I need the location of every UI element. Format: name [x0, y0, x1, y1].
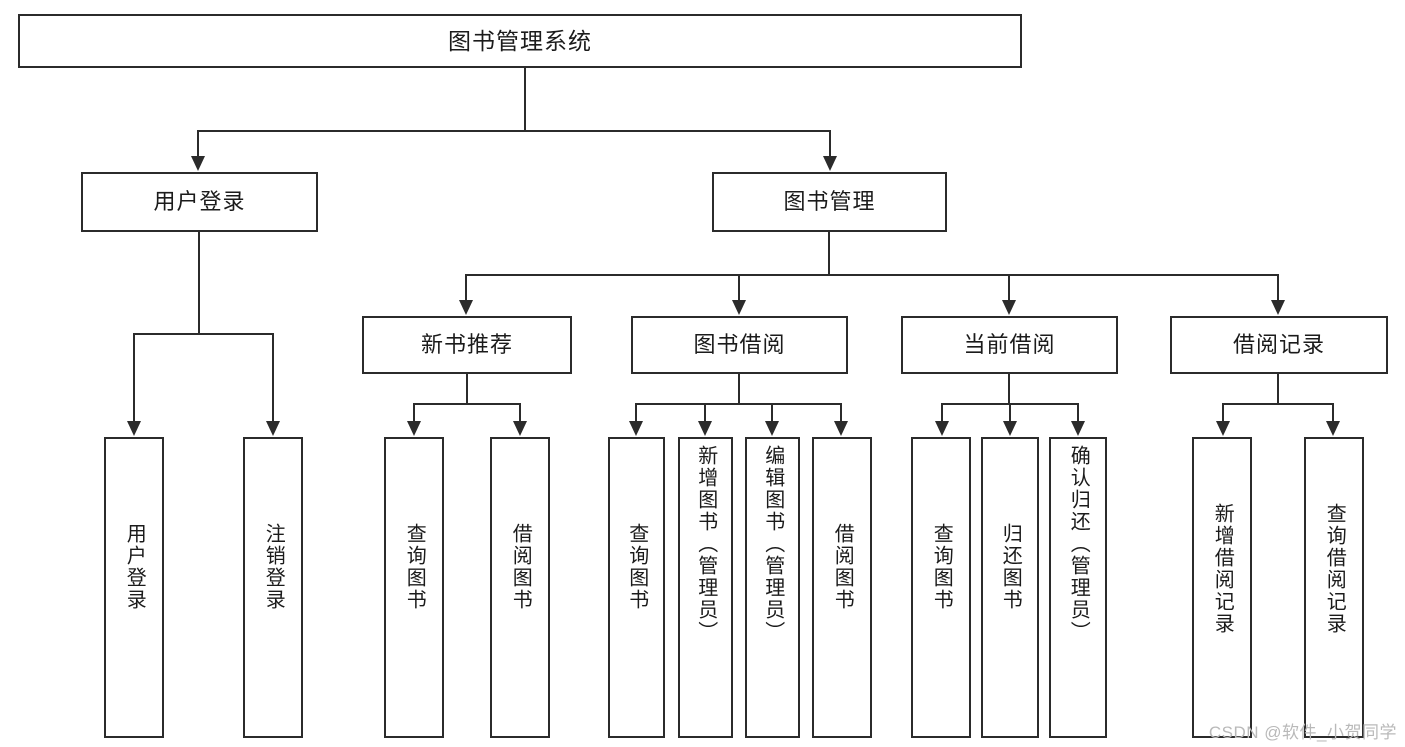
leaf-label: 查询借阅记录 [1323, 503, 1346, 635]
node-borrow-record[interactable]: 借阅记录 [1170, 316, 1388, 374]
connector-nbr-leaf-2 [519, 403, 521, 421]
arrow-bm-to-book-borrow [732, 300, 746, 315]
connector-cb-leaf-3 [1077, 403, 1079, 421]
connector-user-login-leaf-1 [133, 333, 135, 421]
node-label: 新书推荐 [420, 332, 513, 358]
leaf-bb-query-book[interactable]: 查询图书 [608, 437, 665, 738]
arrow-root-to-user-login [191, 156, 205, 171]
connector-bm-to-book-borrow [738, 274, 740, 300]
leaf-bb-edit-book-admin[interactable]: 编辑图书（管理员） [745, 437, 800, 738]
connector-book-management-stem [828, 232, 830, 274]
arrow-nbr-leaf-2 [513, 421, 527, 436]
arrow-cb-leaf-1 [935, 421, 949, 436]
node-label: 图书管理系统 [448, 27, 592, 54]
node-label: 借阅记录 [1232, 332, 1325, 358]
connector-br-leaf-2 [1332, 403, 1334, 421]
arrow-root-to-book-management [823, 156, 837, 171]
leaf-user-login[interactable]: 用户登录 [104, 437, 164, 738]
leaf-label: 新增借阅记录 [1211, 503, 1234, 635]
leaf-label: 查询图书 [625, 523, 648, 611]
node-label: 用户登录 [153, 189, 246, 215]
leaf-label: 确认归还（管理员） [1067, 445, 1090, 643]
connector-root-to-book-management [829, 130, 831, 156]
leaf-nbr-borrow-book[interactable]: 借阅图书 [490, 437, 550, 738]
connector-cb-stem [1008, 374, 1010, 403]
connector-book-management-bus [465, 274, 1279, 276]
arrow-bm-to-borrow-record [1271, 300, 1285, 315]
leaf-cb-confirm-return-admin[interactable]: 确认归还（管理员） [1049, 437, 1107, 738]
node-book-management[interactable]: 图书管理 [712, 172, 947, 232]
connector-nbr-bus [413, 403, 521, 405]
connector-bm-to-current-borrow [1008, 274, 1010, 300]
connector-cb-leaf-1 [941, 403, 943, 421]
connector-bb-bus [635, 403, 842, 405]
leaf-cb-return-book[interactable]: 归还图书 [981, 437, 1039, 738]
leaf-br-query-record[interactable]: 查询借阅记录 [1304, 437, 1364, 738]
leaf-bb-add-book-admin[interactable]: 新增图书（管理员） [678, 437, 733, 738]
connector-bb-stem [738, 374, 740, 403]
connector-br-stem [1277, 374, 1279, 403]
arrow-cb-leaf-3 [1071, 421, 1085, 436]
arrow-bb-leaf-2 [698, 421, 712, 436]
connector-bb-leaf-1 [635, 403, 637, 421]
leaf-nbr-query-book[interactable]: 查询图书 [384, 437, 444, 738]
leaf-label: 编辑图书（管理员） [761, 445, 784, 643]
arrow-user-login-leaf-2 [266, 421, 280, 436]
arrow-bb-leaf-3 [765, 421, 779, 436]
connector-bm-to-borrow-record [1277, 274, 1279, 300]
node-label: 图书管理 [783, 189, 876, 215]
connector-root-to-user-login [197, 130, 199, 156]
leaf-user-logout[interactable]: 注销登录 [243, 437, 303, 738]
connector-bm-to-new-book [465, 274, 467, 300]
node-book-borrow[interactable]: 图书借阅 [631, 316, 848, 374]
connector-root-stem [524, 68, 526, 130]
leaf-label: 借阅图书 [831, 523, 854, 611]
connector-br-bus [1222, 403, 1334, 405]
node-user-login[interactable]: 用户登录 [81, 172, 318, 232]
connector-bb-leaf-4 [840, 403, 842, 421]
arrow-cb-leaf-2 [1003, 421, 1017, 436]
leaf-label: 注销登录 [262, 523, 285, 611]
arrow-user-login-leaf-1 [127, 421, 141, 436]
leaf-br-add-record[interactable]: 新增借阅记录 [1192, 437, 1252, 738]
connector-bb-leaf-2 [704, 403, 706, 421]
node-current-borrow[interactable]: 当前借阅 [901, 316, 1118, 374]
leaf-bb-borrow-book[interactable]: 借阅图书 [812, 437, 872, 738]
leaf-label: 新增图书（管理员） [694, 445, 717, 643]
connector-root-bus [197, 130, 831, 132]
arrow-bm-to-new-book [459, 300, 473, 315]
watermark-csdn: CSDN @软件_小贺同学 [1208, 723, 1397, 742]
connector-user-login-bus [133, 333, 273, 335]
connector-nbr-stem [466, 374, 468, 403]
arrow-bm-to-current-borrow [1002, 300, 1016, 315]
connector-cb-leaf-2 [1009, 403, 1011, 421]
arrow-nbr-leaf-1 [407, 421, 421, 436]
node-label: 当前借阅 [963, 332, 1056, 358]
connector-br-leaf-1 [1222, 403, 1224, 421]
connector-user-login-stem [198, 232, 200, 333]
leaf-label: 查询图书 [403, 523, 426, 611]
leaf-label: 查询图书 [930, 523, 953, 611]
connector-user-login-leaf-2 [272, 333, 274, 421]
node-new-book-recommend[interactable]: 新书推荐 [362, 316, 572, 374]
node-root-book-management-system[interactable]: 图书管理系统 [18, 14, 1022, 68]
arrow-bb-leaf-1 [629, 421, 643, 436]
leaf-label: 归还图书 [999, 523, 1022, 611]
arrow-bb-leaf-4 [834, 421, 848, 436]
connector-bb-leaf-3 [771, 403, 773, 421]
connector-nbr-leaf-1 [413, 403, 415, 421]
leaf-label: 用户登录 [123, 523, 146, 611]
arrow-br-leaf-1 [1216, 421, 1230, 436]
leaf-label: 借阅图书 [509, 523, 532, 611]
node-label: 图书借阅 [693, 332, 786, 358]
arrow-br-leaf-2 [1326, 421, 1340, 436]
leaf-cb-query-book[interactable]: 查询图书 [911, 437, 971, 738]
